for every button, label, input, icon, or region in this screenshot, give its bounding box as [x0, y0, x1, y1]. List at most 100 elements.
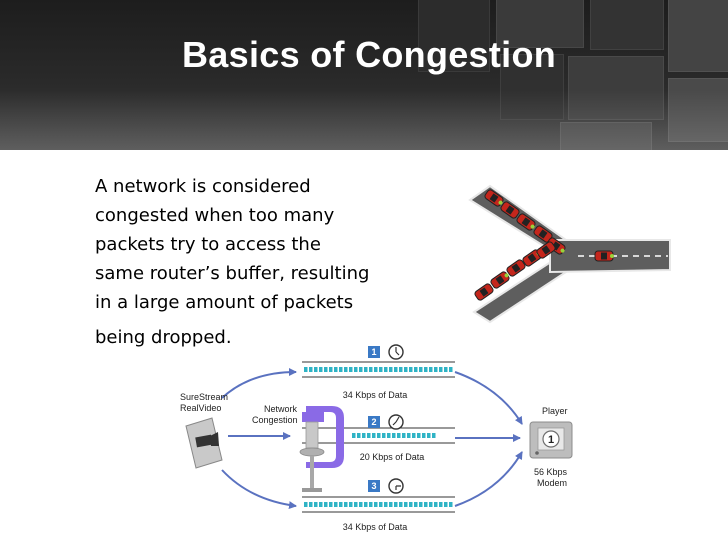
- stream-caption: 20 Kbps of Data: [360, 452, 425, 462]
- data-packet: [354, 367, 358, 372]
- data-packet: [344, 502, 348, 507]
- data-packet: [304, 367, 308, 372]
- data-packet: [339, 502, 343, 507]
- stream-number: 1: [371, 347, 376, 357]
- clamp-icon: [299, 406, 344, 492]
- data-packet: [354, 502, 358, 507]
- data-packet: [432, 433, 436, 438]
- data-packet: [407, 433, 411, 438]
- data-packet: [394, 367, 398, 372]
- network-congestion-diagram: 1 2 3 34 Kbps of Data 20 Kbps of Data 34…: [180, 344, 573, 532]
- data-packet: [384, 502, 388, 507]
- data-packet: [372, 433, 376, 438]
- data-packet: [404, 502, 408, 507]
- player-device-icon: [529, 421, 573, 459]
- data-packet: [434, 502, 438, 507]
- data-packet: [334, 367, 338, 372]
- data-packet: [409, 502, 413, 507]
- data-packet: [319, 367, 323, 372]
- modem-label: 56 Kbps: [534, 467, 568, 477]
- data-packet: [324, 367, 328, 372]
- data-packet: [309, 367, 313, 372]
- data-packet: [419, 502, 423, 507]
- road-merge-illustration: [468, 184, 671, 324]
- stream-badge-2: [368, 416, 380, 428]
- data-packet: [419, 367, 423, 372]
- data-packet: [397, 433, 401, 438]
- body-line: packets try to access the: [95, 234, 321, 255]
- data-packet: [429, 502, 433, 507]
- data-packet: [427, 433, 431, 438]
- body-line: being dropped.: [95, 327, 232, 348]
- source-label: SureStream: [180, 392, 228, 402]
- data-packet: [339, 367, 343, 372]
- data-packet: [394, 502, 398, 507]
- data-packet: [367, 433, 371, 438]
- data-packet: [359, 502, 363, 507]
- body-line: A network is considered: [95, 176, 311, 197]
- title-banner: Basics of Congestion: [0, 0, 728, 150]
- player-digit: 1: [548, 434, 554, 446]
- data-packet: [414, 367, 418, 372]
- stream-badge-3: [368, 480, 380, 492]
- data-packet: [409, 367, 413, 372]
- data-packet: [364, 367, 368, 372]
- data-packet: [374, 502, 378, 507]
- data-packet: [369, 367, 373, 372]
- data-packet: [444, 367, 448, 372]
- data-packet: [434, 367, 438, 372]
- data-packet: [439, 502, 443, 507]
- stream-caption: 34 Kbps of Data: [343, 390, 408, 400]
- flow-arrow-out-3: [454, 451, 523, 507]
- data-packet: [349, 502, 353, 507]
- data-packet: [417, 433, 421, 438]
- car-icon: [484, 189, 504, 207]
- data-packet: [304, 502, 308, 507]
- data-packet: [377, 433, 381, 438]
- car-icon: [594, 250, 614, 262]
- data-packet: [412, 433, 416, 438]
- data-packet: [399, 502, 403, 507]
- player-label: Player: [542, 406, 568, 416]
- source-label: RealVideo: [180, 403, 221, 413]
- data-packet: [349, 367, 353, 372]
- car-icon: [536, 241, 556, 259]
- data-packet: [387, 433, 391, 438]
- modem-label: Modem: [537, 478, 567, 488]
- slide-title: Basics of Congestion: [182, 34, 557, 75]
- car-icon: [500, 201, 520, 219]
- data-packet: [424, 367, 428, 372]
- data-packet: [404, 367, 408, 372]
- data-packet: [314, 502, 318, 507]
- data-packet: [314, 367, 318, 372]
- data-packet: [389, 367, 393, 372]
- body-line: in a large amount of packets: [95, 292, 354, 313]
- data-packet: [399, 367, 403, 372]
- data-packet: [402, 433, 406, 438]
- data-packet: [334, 502, 338, 507]
- data-packet: [439, 367, 443, 372]
- body-line: same router’s buffer, resulting: [95, 263, 370, 284]
- data-packet: [344, 367, 348, 372]
- data-packet: [422, 433, 426, 438]
- data-packet: [449, 367, 453, 372]
- stream-number: 2: [371, 417, 376, 427]
- data-packet: [369, 502, 373, 507]
- data-packet: [384, 367, 388, 372]
- data-packet: [359, 367, 363, 372]
- body-line: congested when too many: [95, 205, 335, 226]
- data-packet: [364, 502, 368, 507]
- stream-number: 3: [371, 481, 376, 491]
- data-packet: [429, 367, 433, 372]
- flow-arrow-1: [221, 368, 297, 399]
- data-packet: [392, 433, 396, 438]
- data-packet: [379, 502, 383, 507]
- car-icon: [516, 213, 536, 231]
- video-camera-icon: [185, 417, 223, 469]
- data-packet: [319, 502, 323, 507]
- data-packet: [374, 367, 378, 372]
- data-packet: [362, 433, 366, 438]
- flow-arrow-out-1: [454, 371, 523, 425]
- data-packet: [449, 502, 453, 507]
